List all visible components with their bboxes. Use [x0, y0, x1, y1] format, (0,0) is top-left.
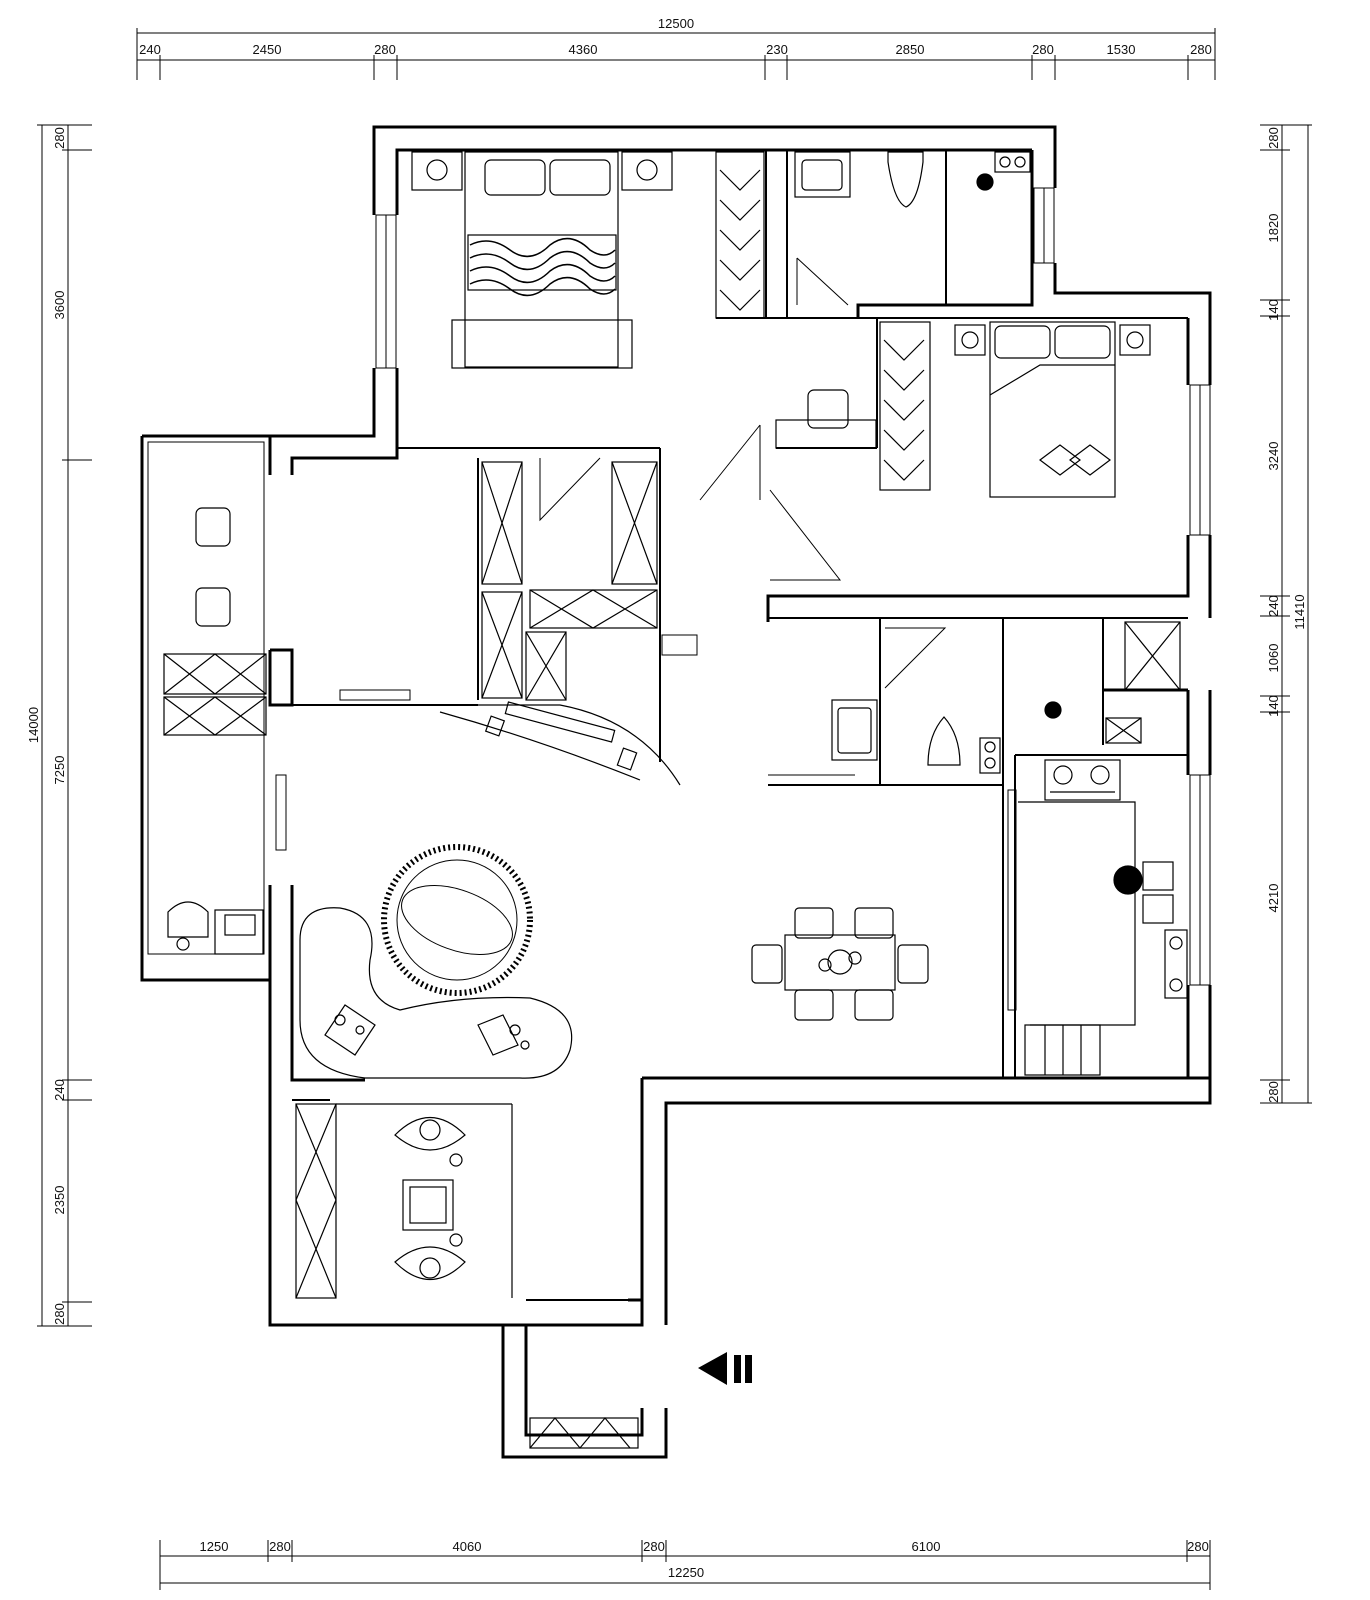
- top-dim-seg: 2450: [253, 42, 282, 57]
- right-dim-seg: 1060: [1266, 644, 1281, 673]
- bottom-dimension-lines: [159, 1540, 1211, 1590]
- top-dim-seg: 280: [374, 42, 396, 57]
- sofa-icon: [299, 907, 573, 1079]
- top-dim-seg: 280: [1032, 42, 1054, 57]
- right-dim-seg: 1820: [1266, 214, 1281, 243]
- top-dimension-lines: [136, 28, 1216, 80]
- bottom-dim-seg: 1250: [200, 1539, 229, 1554]
- left-dim-seg: 2350: [52, 1186, 67, 1215]
- storage-cabinets: [481, 461, 658, 701]
- doors: [275, 257, 1017, 1011]
- porch-shelf: [529, 1417, 639, 1449]
- bottom-dim-seg: 280: [269, 1539, 291, 1554]
- tv-console: [375, 701, 681, 786]
- bottom-dim-seg: 4060: [453, 1539, 482, 1554]
- balcony-furniture: [163, 507, 267, 955]
- left-dimension-lines: [37, 124, 92, 1327]
- north-arrow-icon: [698, 1352, 752, 1385]
- nightstand-icon: [411, 151, 673, 191]
- kitchen-counter: [1018, 801, 1188, 1076]
- chair-icon: [775, 389, 877, 449]
- toilet-icon: [831, 621, 1181, 774]
- left-dim-seg: 240: [52, 1079, 67, 1101]
- bottom-dim-seg: 280: [1187, 1539, 1209, 1554]
- bed-icon: [451, 151, 633, 369]
- bedroom-texture: [469, 237, 616, 297]
- right-dim-seg: 140: [1266, 299, 1281, 321]
- top-dim-seg: 280: [1190, 42, 1212, 57]
- top-dim-seg: 4360: [569, 42, 598, 57]
- bottom-dim-total: 12250: [668, 1565, 704, 1580]
- top-dim-seg: 1530: [1107, 42, 1136, 57]
- wardrobe-icon: [879, 321, 931, 491]
- right-dim-seg: 3240: [1266, 442, 1281, 471]
- right-dim-seg: 4210: [1266, 884, 1281, 913]
- left-dim-seg: 3600: [52, 291, 67, 320]
- right-dim-total: 11410: [1292, 594, 1307, 629]
- study-furniture: [295, 1103, 513, 1299]
- top-dim-seg: 240: [139, 42, 161, 57]
- top-dim-total: 12500: [658, 16, 694, 31]
- dining-table-icon: [751, 907, 929, 1021]
- second-bed-icon: [954, 321, 1151, 498]
- right-dim-seg: 280: [1266, 127, 1281, 149]
- bathroom-fixtures: [794, 151, 1031, 208]
- left-dim-seg: 280: [52, 1303, 67, 1325]
- left-dim-seg: 280: [52, 127, 67, 149]
- left-dim-total: 14000: [26, 707, 41, 743]
- top-dim-seg: 230: [766, 42, 788, 57]
- left-dim-seg: 7250: [52, 756, 67, 785]
- stove-icon: [1044, 759, 1121, 801]
- bottom-dim-seg: 6100: [912, 1539, 941, 1554]
- right-dim-seg: 240: [1266, 595, 1281, 617]
- bottom-dim-seg: 280: [643, 1539, 665, 1554]
- right-dim-seg: 140: [1266, 695, 1281, 717]
- exterior-walls: [140, 125, 1212, 1459]
- right-dim-seg: 280: [1266, 1081, 1281, 1103]
- wardrobe-icon: [715, 151, 765, 319]
- round-rug: [381, 844, 533, 996]
- windows: [147, 187, 1211, 986]
- top-dim-seg: 2850: [896, 42, 925, 57]
- right-dimension-lines: [1260, 124, 1312, 1104]
